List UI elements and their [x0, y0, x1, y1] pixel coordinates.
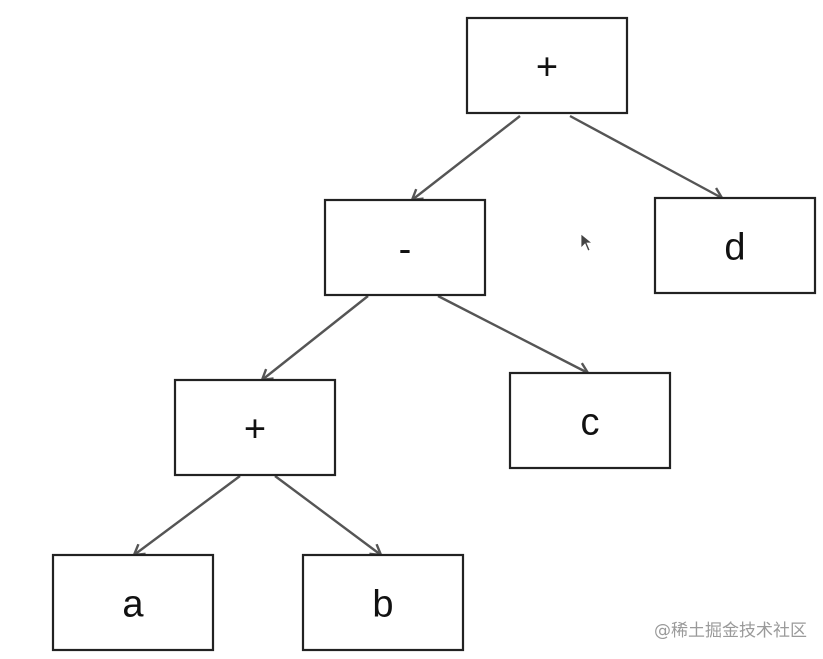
edge-minus-to-c — [437, 294, 588, 373]
node-box — [508, 371, 672, 470]
edge-plus2-to-b — [274, 475, 381, 555]
arrow-line — [569, 114, 722, 198]
edge-minus-to-plus2 — [262, 295, 369, 380]
arrow-line — [134, 475, 241, 555]
node-a: a — [51, 553, 215, 652]
node-label: b — [372, 584, 393, 626]
edge-root-to-d — [569, 114, 722, 198]
node-label: a — [122, 584, 144, 626]
node-label: c — [581, 402, 600, 444]
node-box — [653, 196, 817, 295]
node-c: c — [508, 371, 672, 470]
node-minus: - — [323, 198, 487, 297]
arrow-line — [274, 475, 381, 555]
node-label: d — [724, 227, 745, 269]
node-d: d — [653, 196, 817, 295]
node-plus2: + — [173, 378, 337, 477]
nodes: + - d + c a b — [51, 16, 817, 652]
node-box — [173, 378, 337, 477]
node-box — [51, 553, 215, 652]
node-b: b — [301, 553, 465, 652]
node-box — [323, 198, 487, 297]
node-box — [465, 16, 629, 115]
watermark: @稀土掘金技术社区 — [654, 621, 807, 641]
arrow-line — [437, 294, 588, 373]
node-box — [301, 553, 465, 652]
mouse-cursor-icon — [580, 233, 594, 252]
node-label: + — [536, 47, 558, 89]
arrow-line — [412, 115, 521, 200]
node-root: + — [465, 16, 629, 115]
edge-plus2-to-a — [134, 475, 241, 555]
node-label: + — [244, 409, 266, 451]
edges — [134, 114, 722, 555]
node-label: - — [399, 229, 412, 271]
edge-root-to-minus — [412, 115, 521, 200]
arrow-line — [262, 295, 369, 380]
